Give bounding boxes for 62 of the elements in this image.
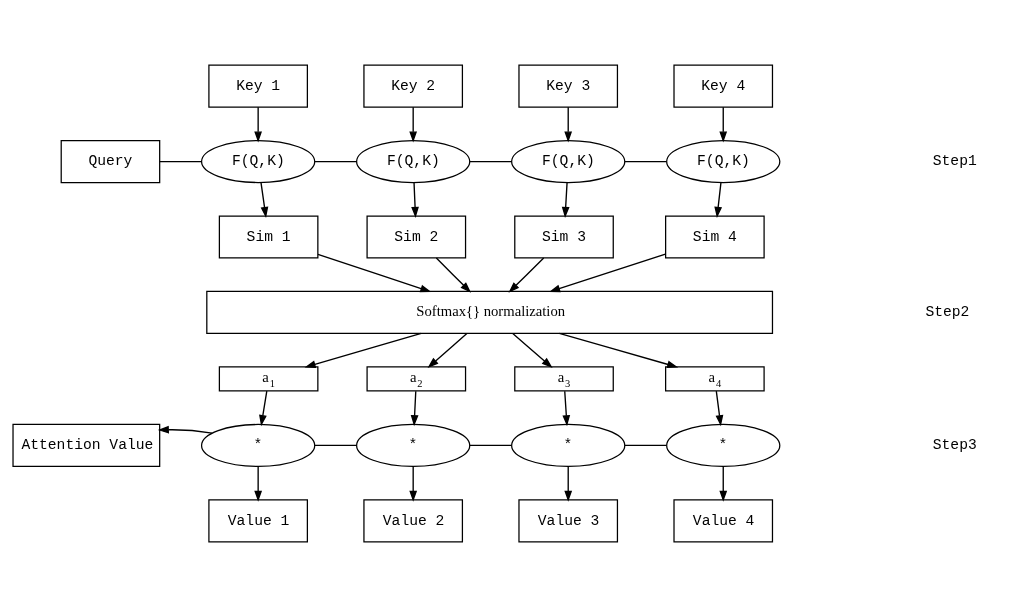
arrow xyxy=(409,106,418,143)
connector xyxy=(624,444,668,446)
arrow xyxy=(427,332,468,368)
label: Step3 xyxy=(932,436,977,453)
arrow xyxy=(719,106,728,143)
connector xyxy=(314,444,357,446)
label: Step2 xyxy=(925,303,970,320)
node-box: a$_{3}$ xyxy=(514,365,614,392)
node-box: Sim 2 xyxy=(366,214,467,259)
connector xyxy=(469,444,512,446)
node-ellipse: F(Q,K) xyxy=(200,139,316,183)
node-box: Key 4 xyxy=(673,64,774,108)
arrow xyxy=(254,106,263,143)
node-box: Softmax{} normalization xyxy=(206,290,774,334)
arrow xyxy=(719,465,728,502)
connector xyxy=(159,160,202,162)
label: Step1 xyxy=(932,152,977,169)
node-ellipse: * xyxy=(511,423,626,467)
node-ellipse: F(Q,K) xyxy=(356,139,471,183)
node-box: a$_{1}$ xyxy=(218,365,319,392)
arrow xyxy=(435,256,472,293)
arrow xyxy=(409,465,418,502)
arrow xyxy=(254,465,263,502)
arrow xyxy=(558,332,679,368)
node-ellipse: * xyxy=(200,423,316,467)
arrow xyxy=(564,106,573,143)
arrow xyxy=(714,181,723,218)
node-box: a$_{2}$ xyxy=(366,365,467,392)
arrow xyxy=(508,256,545,293)
arrow xyxy=(512,332,553,368)
arrow xyxy=(564,465,573,502)
connector xyxy=(314,160,357,162)
arrow xyxy=(157,425,213,434)
arrow xyxy=(561,181,570,218)
node-box: Query xyxy=(60,139,161,183)
arrow xyxy=(549,252,667,292)
node-box: Value 3 xyxy=(518,498,619,542)
arrow xyxy=(562,390,571,426)
node-ellipse: F(Q,K) xyxy=(511,139,626,183)
connector xyxy=(469,160,512,162)
node-box: Key 1 xyxy=(208,64,308,108)
arrow xyxy=(259,390,268,426)
node-box: Sim 4 xyxy=(665,214,765,259)
node-box: Value 2 xyxy=(363,498,464,542)
node-box: Sim 3 xyxy=(514,214,614,259)
node-box: Key 2 xyxy=(363,64,464,108)
connector xyxy=(624,160,668,162)
node-ellipse: * xyxy=(666,423,781,467)
node-ellipse: * xyxy=(356,423,471,467)
arrow xyxy=(304,332,422,368)
node-box: Value 4 xyxy=(673,498,774,542)
node-box: Attention Value xyxy=(12,423,161,467)
node-box: a$_{4}$ xyxy=(665,365,765,392)
arrow xyxy=(260,181,269,218)
arrow xyxy=(317,253,432,292)
node-ellipse: F(Q,K) xyxy=(666,139,781,183)
node-box: Sim 1 xyxy=(218,214,319,259)
arrow xyxy=(410,390,419,426)
node-box: Key 3 xyxy=(518,64,619,108)
arrow xyxy=(411,181,419,218)
node-box: Value 1 xyxy=(208,498,308,542)
arrow xyxy=(715,390,724,426)
